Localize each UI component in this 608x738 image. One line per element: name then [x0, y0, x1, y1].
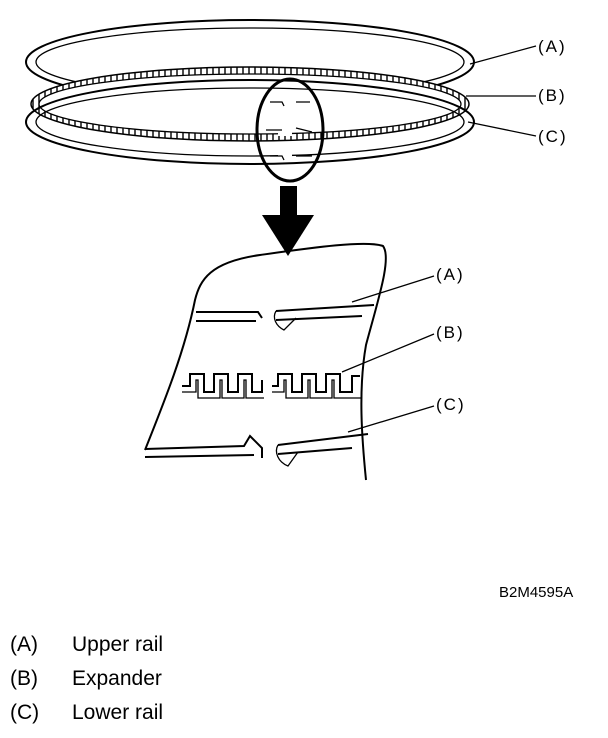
magnifier-circle: [255, 77, 325, 183]
top-leader-lines: [466, 45, 537, 137]
legend-key: (B): [10, 667, 38, 690]
figure-code: B2M4595A: [499, 584, 573, 601]
lower-rail-ring: [25, 79, 475, 165]
legend-label: Expander: [72, 667, 162, 690]
callout-c-detail: (C): [436, 395, 466, 414]
callout-a-top: (A): [538, 37, 567, 56]
legend-label: Lower rail: [72, 701, 164, 724]
legend: (A) Upper rail (B) Expander (C) Lower ra…: [10, 628, 410, 730]
legend-item-expander: (B) Expander: [10, 662, 410, 696]
down-arrow-icon: [262, 186, 314, 256]
detail-leader-lines: [341, 275, 435, 433]
callout-c-top: (C): [538, 127, 568, 146]
legend-item-upper-rail: (A) Upper rail: [10, 628, 410, 662]
legend-item-lower-rail: (C) Lower rail: [10, 696, 410, 730]
expander-detail: [182, 373, 362, 399]
detail-view: [144, 242, 387, 481]
lower-rail-detail: [144, 433, 369, 467]
legend-label: Upper rail: [72, 633, 164, 656]
ring-gap-marks: [266, 98, 313, 162]
expander-ring: [30, 66, 470, 142]
callout-b-detail: (B): [436, 323, 465, 342]
upper-rail-detail: [196, 304, 375, 331]
legend-key: (A): [10, 633, 38, 656]
ring-assembly: [25, 19, 475, 183]
piston-wall-outline: [144, 242, 387, 481]
callout-b-top: (B): [538, 86, 567, 105]
callout-a-detail: (A): [436, 265, 465, 284]
legend-key: (C): [10, 701, 40, 724]
